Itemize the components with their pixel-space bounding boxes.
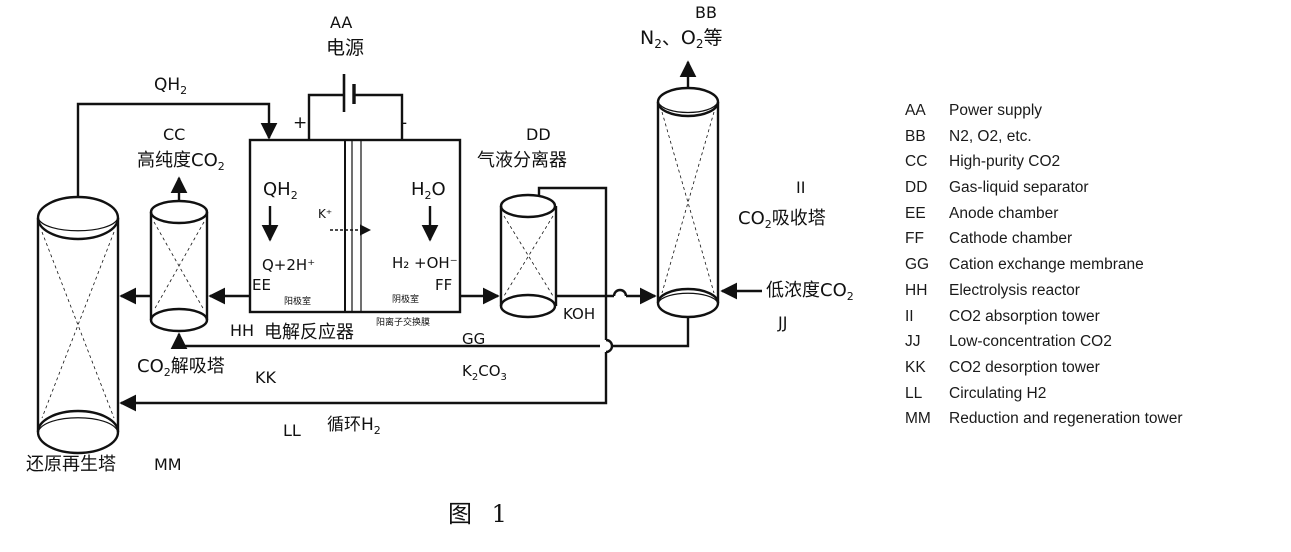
- process-pipes: [78, 62, 762, 403]
- k2co3-label: K2CO3: [462, 362, 507, 383]
- legend-text: Gas-liquid separator: [949, 179, 1089, 196]
- aa-text: 电源: [326, 37, 364, 59]
- bb-text: N2、O2等: [640, 27, 722, 51]
- anode-product: Q+2H⁺: [262, 256, 315, 274]
- legend-text: Anode chamber: [949, 205, 1058, 222]
- legend-code: AA: [905, 98, 949, 124]
- dd-code: DD: [526, 125, 551, 144]
- legend-row: KKCO2 desorption tower: [905, 355, 1183, 381]
- legend-row: HHElectrolysis reactor: [905, 278, 1183, 304]
- co2-absorption-tower: [658, 88, 718, 317]
- cc-text: 高纯度CO2: [137, 150, 225, 173]
- legend-row: AAPower supply: [905, 98, 1183, 124]
- legend-text: Reduction and regeneration tower: [949, 410, 1183, 427]
- legend-code: LL: [905, 381, 949, 407]
- legend-row: EEAnode chamber: [905, 201, 1183, 227]
- mm-code: MM: [154, 455, 182, 474]
- legend-row: JJLow-concentration CO2: [905, 329, 1183, 355]
- dd-text: 气液分离器: [477, 150, 567, 171]
- ii-code: II: [796, 178, 805, 197]
- reduction-regeneration-tower: [38, 197, 118, 453]
- legend-code: CC: [905, 149, 949, 175]
- legend-code: HH: [905, 278, 949, 304]
- bb-code: BB: [695, 3, 717, 22]
- mm-text: 还原再生塔: [26, 454, 116, 475]
- legend-text: High-purity CO2: [949, 153, 1060, 170]
- minus-sign: -: [401, 113, 407, 133]
- plus-sign: +: [293, 113, 307, 133]
- gg-code: GG: [462, 330, 485, 348]
- legend-text: Electrolysis reactor: [949, 282, 1080, 299]
- cathode-chamber-small: 阴极室: [392, 293, 419, 305]
- legend-text: N2, O2, etc.: [949, 128, 1032, 145]
- legend-text: CO2 desorption tower: [949, 359, 1100, 376]
- ff-code: FF: [435, 276, 452, 294]
- qh2-anode: QH2: [263, 179, 298, 202]
- legend-row: GGCation exchange membrane: [905, 252, 1183, 278]
- legend-text: Cathode chamber: [949, 230, 1072, 247]
- ii-text: CO2吸收塔: [738, 208, 826, 231]
- gas-liquid-separator: [501, 195, 556, 317]
- legend-code: FF: [905, 226, 949, 252]
- legend-row: IICO2 absorption tower: [905, 304, 1183, 330]
- anode-chamber-small: 阳极室: [284, 295, 311, 307]
- legend-text: Cation exchange membrane: [949, 256, 1144, 273]
- legend-text: CO2 absorption tower: [949, 308, 1100, 325]
- ll-text: 循环H2: [327, 415, 381, 437]
- legend-row: FFCathode chamber: [905, 226, 1183, 252]
- ll-code: LL: [283, 421, 301, 440]
- electrolysis-reactor: [250, 140, 460, 312]
- ee-code: EE: [252, 276, 271, 294]
- legend-code: GG: [905, 252, 949, 278]
- legend-row: CCHigh-purity CO2: [905, 149, 1183, 175]
- legend-code: JJ: [905, 329, 949, 355]
- legend-row: DDGas-liquid separator: [905, 175, 1183, 201]
- legend-code: BB: [905, 124, 949, 150]
- kk-code: KK: [255, 368, 276, 387]
- membrane-small: 阳离子交换膜: [376, 316, 430, 328]
- legend-code: KK: [905, 355, 949, 381]
- kk-text: CO2解吸塔: [137, 356, 225, 379]
- jj-text: 低浓度CO2: [766, 280, 854, 303]
- cc-code: CC: [163, 125, 185, 144]
- legend-code: DD: [905, 175, 949, 201]
- legend-row: MMReduction and regeneration tower: [905, 406, 1183, 432]
- legend-code: MM: [905, 406, 949, 432]
- jj-code: JJ: [777, 313, 787, 332]
- legend-row: BBN2, O2, etc.: [905, 124, 1183, 150]
- qh2-top: QH2: [154, 75, 187, 97]
- power-supply: [309, 74, 402, 140]
- koh-label: KOH: [563, 305, 595, 323]
- h2o-label: H2O: [411, 179, 446, 202]
- cathode-product: H₂ +OH⁻: [392, 254, 458, 272]
- legend-code: II: [905, 304, 949, 330]
- legend: AAPower supplyBBN2, O2, etc.CCHigh-purit…: [905, 98, 1183, 432]
- aa-code: AA: [330, 13, 352, 32]
- legend-text: Low-concentration CO2: [949, 333, 1112, 350]
- hh-text: 电解反应器: [264, 322, 354, 343]
- co2-desorption-tower: [151, 201, 207, 331]
- figure-caption: 图 1: [448, 494, 513, 529]
- legend-row: LLCirculating H2: [905, 381, 1183, 407]
- legend-code: EE: [905, 201, 949, 227]
- legend-text: Circulating H2: [949, 385, 1046, 402]
- k-ion-label: K⁺: [318, 207, 332, 221]
- legend-text: Power supply: [949, 102, 1042, 119]
- hh-code: HH: [230, 321, 254, 340]
